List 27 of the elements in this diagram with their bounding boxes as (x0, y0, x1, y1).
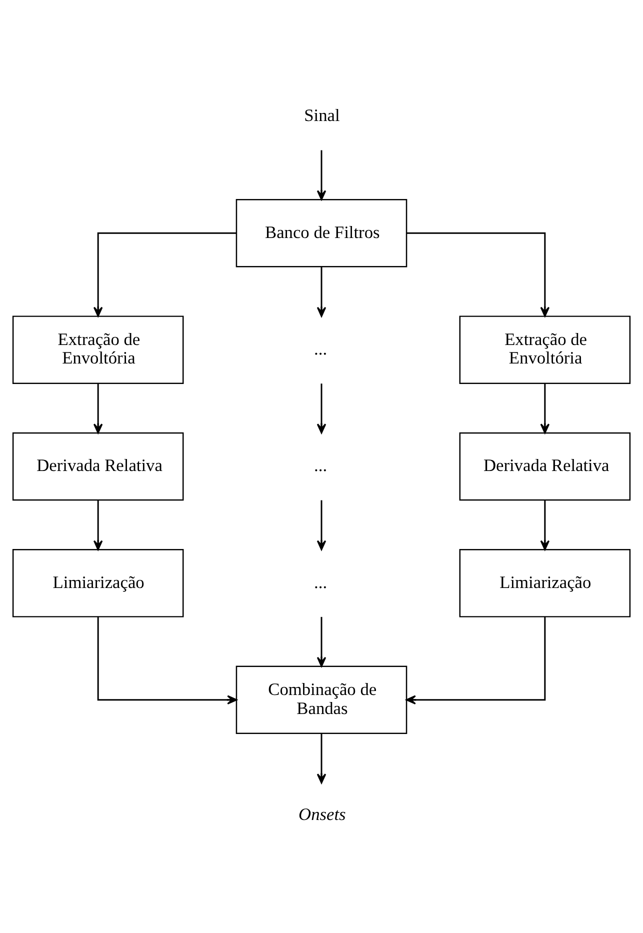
arrow (316, 266, 326, 317)
node-text: Sinal (304, 106, 340, 126)
node-box: Extração de Envoltória (12, 316, 184, 384)
arrow (316, 384, 326, 434)
arrow (540, 384, 550, 434)
node-box: Limiarização (12, 549, 184, 618)
arrow (316, 616, 326, 667)
node-box: Banco de Filtros (236, 199, 408, 268)
node-text: Onsets (298, 804, 346, 824)
arrow (406, 616, 546, 704)
arrow (316, 150, 326, 200)
arrow (316, 734, 326, 784)
node-box: Combinação de Bandas (236, 666, 408, 734)
arrow (93, 500, 103, 550)
node-box: Limiarização (459, 549, 631, 618)
node-text: ... (314, 572, 328, 592)
arrow (93, 384, 103, 434)
node-text: ... (314, 456, 328, 476)
node-box: Extração de Envoltória (459, 316, 631, 384)
node-box: Derivada Relativa (459, 432, 631, 501)
arrow (93, 232, 236, 317)
arrow (97, 616, 238, 704)
arrow (540, 500, 550, 550)
node-box: Derivada Relativa (12, 432, 184, 501)
arrow (406, 232, 550, 317)
node-text: ... (314, 339, 328, 358)
arrow (316, 500, 326, 550)
